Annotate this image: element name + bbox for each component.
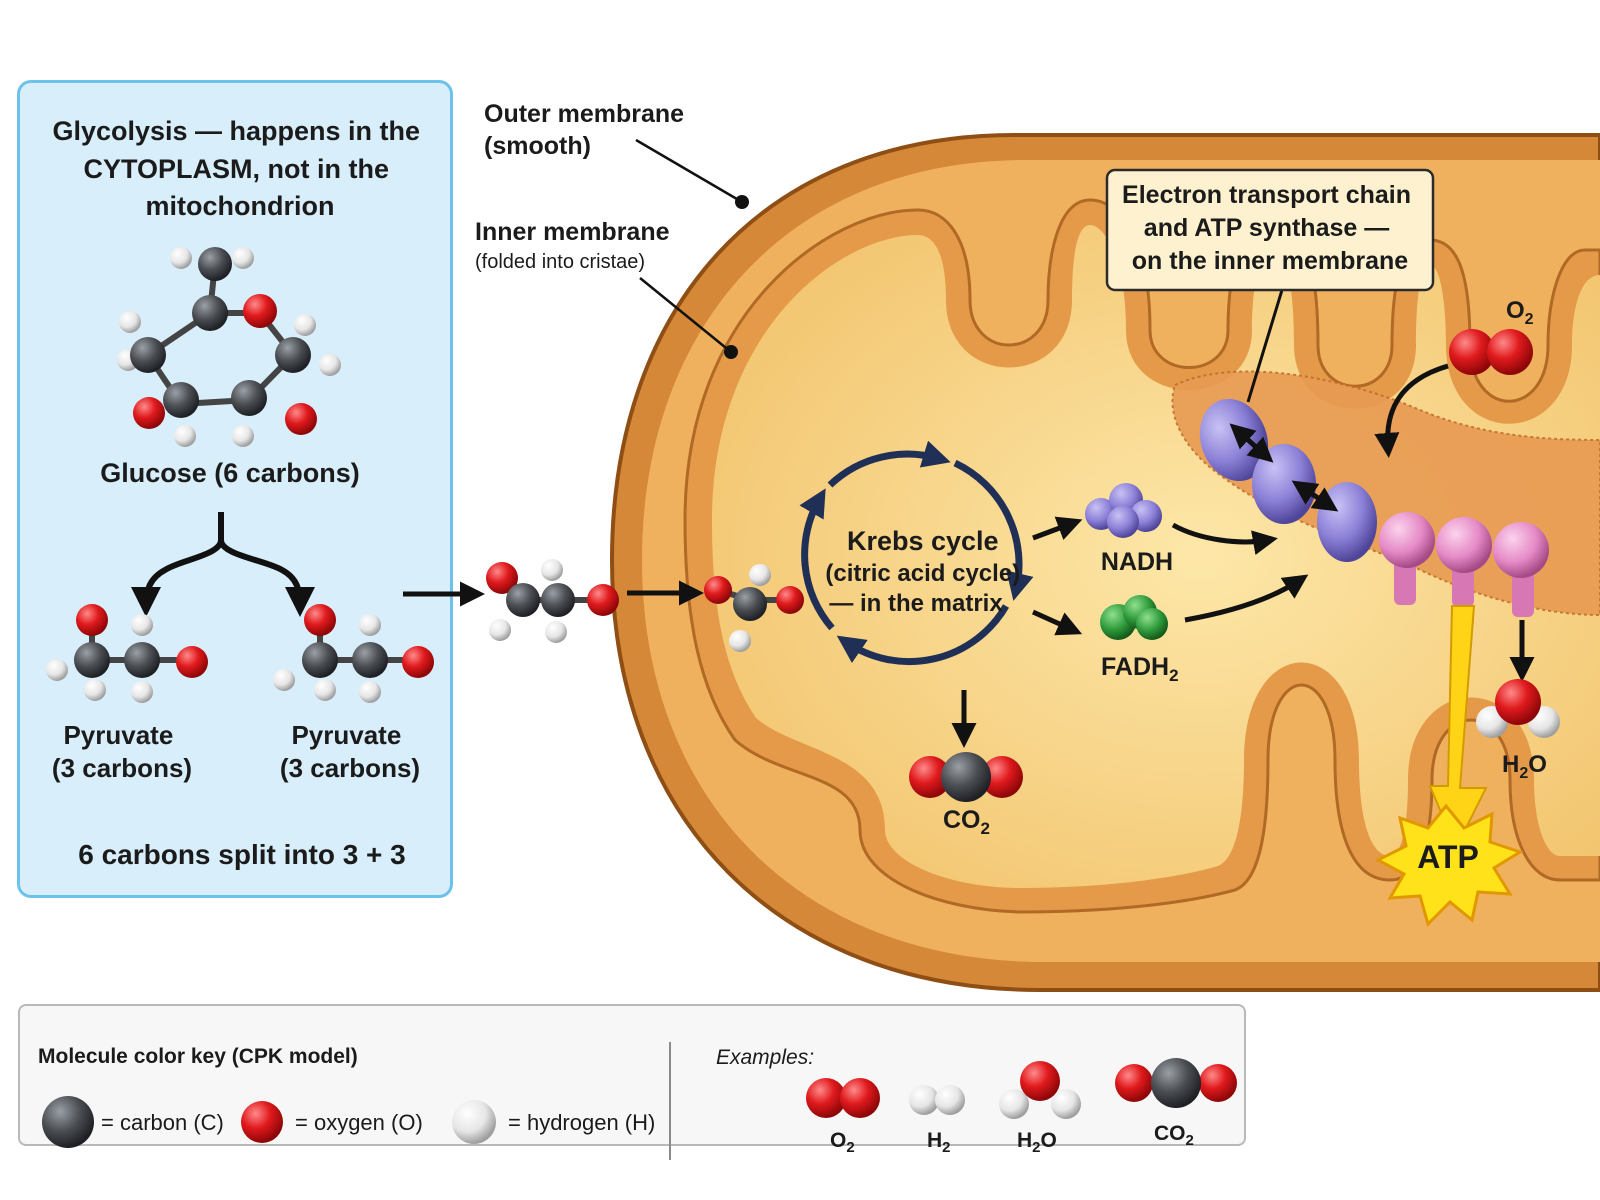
etc-callout: Electron transport chain and ATP synthas… <box>1105 168 1435 403</box>
glucose-label: Glucose (6 carbons) <box>100 458 360 488</box>
co2-molecule <box>909 752 1023 802</box>
hydrogen-swatch <box>452 1100 496 1144</box>
atp-synthase-head <box>1436 517 1492 573</box>
glycolysis-panel <box>17 80 453 898</box>
membrane-pointers <box>635 138 749 359</box>
pyruvate-label-left: Pyruvate (3 carbons) <box>52 720 192 783</box>
etc-complex-3 <box>1317 482 1377 562</box>
example-h2-label: H2 <box>927 1129 951 1156</box>
atp-burst <box>1374 803 1524 927</box>
example-h2o <box>999 1061 1081 1119</box>
o2-label: O2 <box>1506 297 1534 328</box>
example-co2 <box>1115 1058 1237 1108</box>
pyruvate-label-right: Pyruvate (3 carbons) <box>280 720 420 783</box>
etc-complexes <box>1199 398 1377 562</box>
glucose-molecule <box>117 247 341 447</box>
h2o-molecule <box>1476 679 1560 738</box>
atp-label: ATP <box>1417 839 1479 875</box>
h2o-label: H2O <box>1502 751 1547 782</box>
krebs-cycle: Krebs cycle (citric acid cycle) — in the… <box>799 440 1034 666</box>
split-arrows <box>131 512 315 617</box>
fadh2-arrow <box>1031 609 1083 636</box>
carbon-key-label: = carbon (C) <box>101 1110 224 1135</box>
example-h2 <box>909 1085 965 1115</box>
krebs-label: Krebs cycle (citric acid cycle) — in the… <box>825 526 1024 617</box>
atp-synthase-head <box>1379 512 1435 568</box>
fadh2-to-etc-arrow <box>1184 574 1309 623</box>
atp-synthase-head <box>1493 522 1549 578</box>
atp-output: ATP <box>1374 605 1524 927</box>
oxygen-swatch <box>241 1101 283 1143</box>
fadh2-label: FADH2 <box>1101 653 1179 685</box>
glycolysis-title: Glycolysis — happens in the CYTOPLASM, n… <box>52 116 427 221</box>
outer-membrane-label: Outer membrane (smooth) <box>484 100 691 160</box>
inner-membrane-etc-patch <box>1171 370 1600 617</box>
pyruvate-molecule-left <box>46 604 208 703</box>
o2-molecule <box>1449 329 1533 375</box>
oxygen-key-label: = oxygen (O) <box>295 1110 423 1135</box>
example-o2 <box>806 1078 880 1118</box>
example-h2o-label: H2O <box>1017 1129 1057 1156</box>
pyruvate-molecule-transit <box>486 559 619 643</box>
carbon-swatch <box>42 1096 94 1148</box>
atp-arrow <box>1428 605 1488 851</box>
etc-complex-2 <box>1252 444 1316 524</box>
atp-synthases <box>1379 512 1549 617</box>
matrix <box>712 225 1600 888</box>
example-o2-label: O2 <box>830 1129 855 1156</box>
inner-membrane-label: Inner membrane (folded into cristae) <box>475 218 674 273</box>
examples-label: Examples: <box>716 1046 814 1069</box>
pyruvate-molecule-right <box>273 604 434 703</box>
example-co2-label: CO2 <box>1154 1122 1194 1149</box>
hydrogen-key-label: = hydrogen (H) <box>508 1110 655 1135</box>
nadh-label: NADH <box>1101 548 1173 576</box>
acetyl-molecule <box>704 564 804 652</box>
co2-label: CO2 <box>943 806 990 838</box>
carbon-split-note: 6 carbons split into 3 + 3 <box>78 839 406 870</box>
nadh-molecule <box>1085 483 1162 538</box>
svg-text:Electron transport chain: Electron transport chain and ATP synthas… <box>1122 181 1418 275</box>
fadh2-molecule <box>1100 595 1168 640</box>
o2-arrow <box>1374 363 1449 458</box>
key-title: Molecule color key (CPK model) <box>38 1045 358 1068</box>
nadh-arrow <box>1032 516 1083 541</box>
nadh-to-etc-arrow <box>1171 522 1278 555</box>
mitochondrion <box>609 133 1600 992</box>
